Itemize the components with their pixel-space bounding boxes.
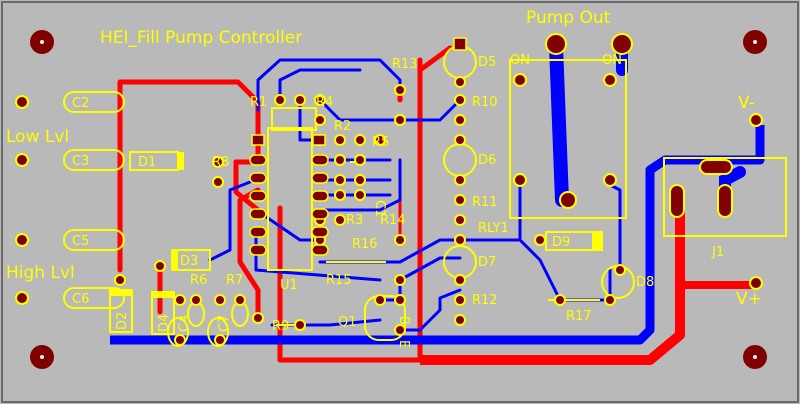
ref-q1: Q1 [338, 315, 357, 330]
ref-d9: D9 [552, 235, 570, 250]
ref-r17: R17 [566, 309, 592, 324]
board-title: HEI_Fill Pump Controller [100, 28, 302, 48]
square-pads [251, 37, 467, 146]
high-lvl-label: High Lvl [6, 263, 75, 283]
ref-c7: C7 [217, 315, 232, 332]
connector-label: J1 [711, 245, 724, 260]
ref-r6: R6 [190, 273, 207, 288]
ref-r1: R1 [250, 95, 267, 110]
ref-d7: D7 [478, 255, 496, 270]
ref-r10: R10 [472, 95, 498, 110]
v-plus-label: V+ [736, 289, 762, 309]
ref-d2: D2 [115, 312, 130, 330]
ref-q1-e: E [396, 340, 411, 348]
silk-bar-d2 [110, 290, 132, 296]
ref-r15: R15 [326, 273, 352, 288]
ref-c6: C6 [72, 292, 89, 307]
ref-d8: D8 [636, 275, 654, 290]
ref-r11: R11 [472, 195, 498, 210]
ref-r14: R14 [380, 213, 406, 228]
ref-c1: C1 [372, 200, 387, 217]
u1-pads [249, 154, 329, 256]
power-trace-red [420, 200, 685, 365]
ref-q1-b: B [396, 316, 411, 325]
ref-c2: C2 [72, 96, 89, 111]
power-pads [545, 33, 733, 218]
ref-c4: C4 [177, 315, 192, 332]
pump-trace-blue [549, 39, 569, 207]
ref-r16: R16 [352, 237, 378, 252]
v-minus-label: V- [738, 93, 755, 113]
silk-bar-d1 [178, 152, 184, 170]
ref-c3: C3 [72, 154, 89, 169]
on-left-label: ON [510, 53, 530, 68]
ref-r4: R4 [316, 95, 333, 110]
ref-r7: R7 [226, 273, 243, 288]
ref-r3: R3 [346, 213, 363, 228]
ref-r8: R8 [212, 155, 229, 170]
ref-r5: R5 [372, 135, 389, 150]
ref-r2: R2 [334, 119, 351, 134]
ref-d5: D5 [478, 55, 496, 70]
ground-bus-blue [110, 125, 765, 345]
ref-d3: D3 [180, 254, 198, 269]
ref-r13: R13 [392, 57, 418, 72]
ref-d6: D6 [478, 153, 496, 168]
ref-r9: R9 [272, 319, 289, 334]
ref-u1: U1 [280, 278, 298, 293]
silk-bar-d4 [152, 292, 174, 298]
relay-label: RLY1 [478, 221, 509, 236]
silk-bar-d3 [172, 250, 178, 270]
ref-d4: D4 [157, 314, 172, 332]
ref-c5: C5 [72, 234, 89, 249]
low-lvl-label: Low Lvl [6, 127, 69, 147]
mounting-holes [30, 30, 767, 369]
silk-bar-d9 [592, 232, 602, 250]
pump-out-label: Pump Out [526, 8, 611, 28]
on-right-label: ON [602, 53, 622, 68]
ref-d1: D1 [138, 155, 156, 170]
ref-r12: R12 [472, 293, 498, 308]
